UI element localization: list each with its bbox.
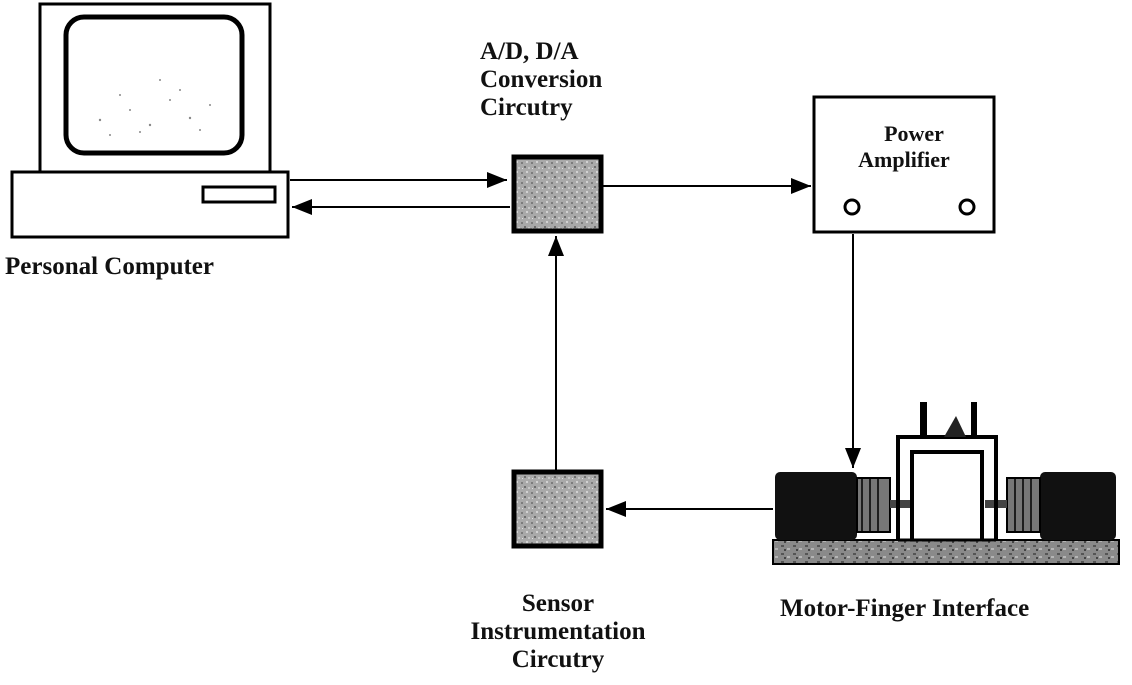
motor-finger-interface-label: Motor-Finger Interface — [780, 595, 1030, 622]
sensor-label-line-1: Sensor — [521, 590, 595, 617]
power-label-line-1: Power — [884, 121, 944, 146]
sensor-instrumentation-block — [511, 469, 604, 549]
sensor-label-line-3: Circutry — [511, 646, 605, 673]
power-amplifier-label: Power Amplifier — [834, 121, 974, 173]
adda-label-line-2: Conversion — [480, 66, 603, 93]
personal-computer-icon — [10, 2, 290, 239]
motor-finger-interface-icon — [772, 402, 1120, 565]
power-label-line-2: Amplifier — [858, 147, 950, 172]
sensor-label-line-2: Instrumentation — [470, 618, 646, 645]
adda-label-line-1: A/D, D/A — [480, 38, 579, 65]
adda-label-line-3: Circutry — [480, 94, 573, 121]
sensor-instrumentation-label: Sensor Instrumentation Circutry — [458, 590, 658, 674]
personal-computer-label: Personal Computer — [5, 253, 214, 280]
adda-conversion-block — [511, 154, 604, 234]
adda-conversion-label: A/D, D/A Conversion Circutry — [470, 38, 660, 122]
power-amplifier-block — [812, 95, 996, 234]
